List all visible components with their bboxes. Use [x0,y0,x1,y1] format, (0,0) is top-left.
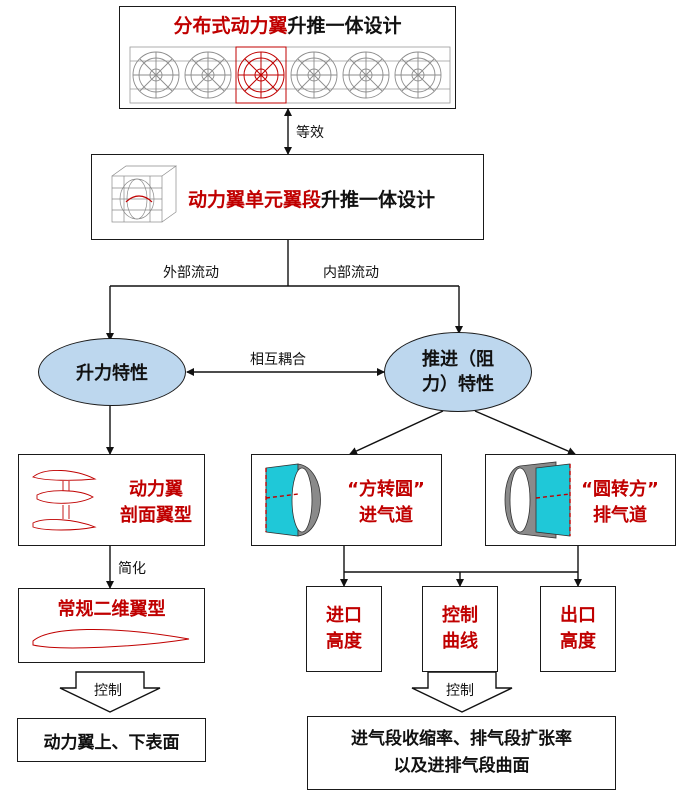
inlet-height-line2: 高度 [326,631,362,652]
wing-unit-title-black: 升推一体设计 [321,189,436,211]
airfoil-box-text: 动力翼 剖面翼型 [111,477,201,529]
exhaust-box-text: “圆转方” 排气道 [568,477,672,529]
distributed-wing-title: 分布式动力翼升推一体设计 [120,11,455,38]
thrust-line1: 推进（阻 [422,349,494,370]
outlet-height-line2: 高度 [560,631,596,652]
result-line1: 进气段收缩率、排气段扩张率 [351,729,572,749]
equiv-label: 等效 [296,125,324,141]
inlet-duct-image [265,463,321,537]
distributed-wing-box: 分布式动力翼升推一体设计 [119,6,456,109]
inlet-height-box: 进口 高度 [306,586,382,672]
wing-section-airfoil-box: 动力翼 剖面翼型 [18,454,205,546]
thrust-characteristics-node: 推进（阻 力）特性 [384,332,532,412]
control-curve-line1: 控制 [442,605,478,626]
distributed-wing-title-black: 升推一体设计 [287,15,402,37]
wing-surface-label: 动力翼上、下表面 [43,732,180,753]
distributed-wing-title-red: 分布式动力翼 [173,15,288,37]
internal-flow-label: 内部流动 [323,265,379,281]
external-flow-label: 外部流动 [163,265,219,281]
conventional-airfoil-box: 常规二维翼型 [18,588,205,663]
control-label-left: 控制 [94,683,122,699]
airfoil-line1: 动力翼 [129,479,183,500]
inlet-line2: 进气道 [359,505,413,526]
arrow-to-inlet [349,410,444,455]
wing-unit-box: 动力翼单元翼段升推一体设计 [91,154,484,240]
conventional-airfoil-title: 常规二维翼型 [57,599,166,620]
inlet-duct-box: “方转圆” 进气道 [251,454,442,546]
control-curve-line2: 曲线 [442,631,478,652]
exhaust-line2: 排气道 [593,505,647,526]
wing-unit-title-red: 动力翼单元翼段 [188,189,322,211]
control-label-right: 控制 [446,683,474,699]
thrust-line2: 力）特性 [422,374,494,395]
hollow-arrow-right [411,671,513,713]
inlet-line1: “方转圆” [347,479,425,500]
airfoil-line2: 剖面翼型 [120,505,192,526]
wing-unit-image [111,165,178,223]
exhaust-duct-image [504,461,571,539]
wing-surface-box: 动力翼上、下表面 [17,718,206,762]
exhaust-duct-box: “圆转方” 排气道 [485,454,676,546]
fan-array-image [129,46,451,104]
hollow-arrow-left [59,671,161,713]
inlet-box-text: “方转圆” 进气道 [334,477,438,529]
arrow-to-exhaust [474,410,576,455]
exhaust-line1: “圆转方” [581,479,659,500]
wing-unit-title: 动力翼单元翼段升推一体设计 [188,185,435,212]
outlet-height-line1: 出口 [560,605,596,626]
airfoil-section-image [32,469,97,531]
lift-characteristics-node: 升力特性 [38,338,186,406]
coupling-label: 相互耦合 [250,352,306,368]
result-line2: 以及进排气段曲面 [393,756,530,776]
control-curve-box: 控制 曲线 [422,586,498,672]
inlet-height-line1: 进口 [326,605,362,626]
outlet-height-box: 出口 高度 [540,586,616,672]
simplify-label: 简化 [118,561,146,577]
lift-characteristics-label: 升力特性 [76,363,148,384]
result-box: 进气段收缩率、排气段扩张率 以及进排气段曲面 [307,716,616,790]
conventional-airfoil-image [32,628,190,649]
